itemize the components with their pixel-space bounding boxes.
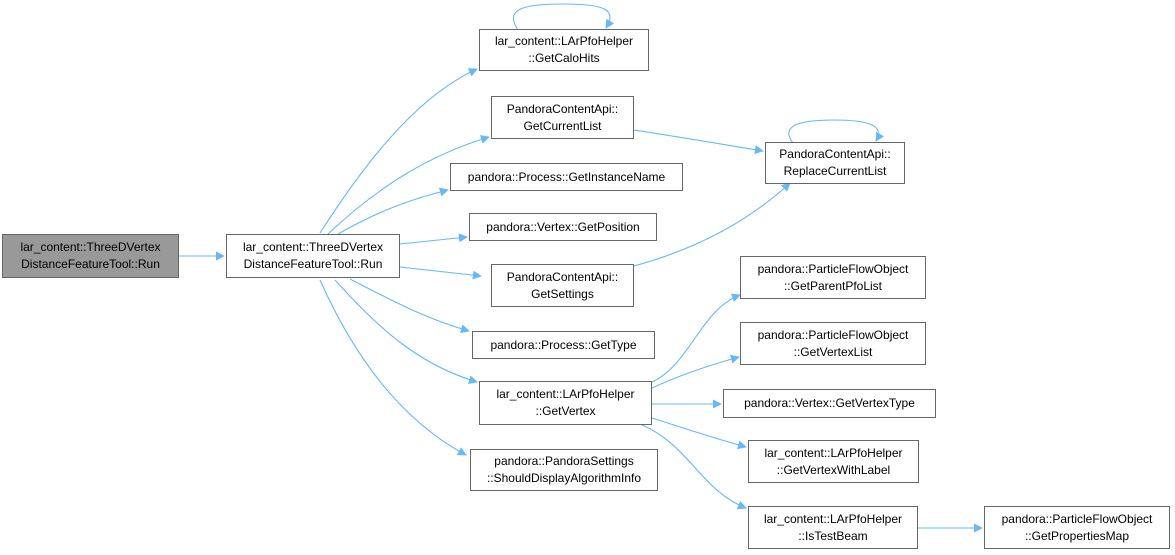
- node-is-test-beam[interactable]: lar_content::LArPfoHelper ::IsTestBeam: [748, 506, 918, 549]
- node-get-type[interactable]: pandora::Process::GetType: [472, 331, 655, 359]
- edge-get-calo-hits-self: [513, 3, 615, 31]
- node-get-current-list[interactable]: PandoraContentApi:: GetCurrentList: [491, 96, 634, 139]
- node-get-position[interactable]: pandora::Vertex::GetPosition: [469, 213, 657, 241]
- node-get-type-line-1: pandora::Process::GetType: [490, 337, 637, 352]
- node-get-vertex-with-label-line-1: lar_content::LArPfoHelper: [764, 445, 903, 460]
- node-should-display-line-1: pandora::PandoraSettings: [494, 454, 634, 468]
- node-get-properties-map-line-1: pandora::ParticleFlowObject: [1001, 511, 1153, 526]
- node-get-properties-map[interactable]: pandora::ParticleFlowObject ::GetPropert…: [984, 506, 1170, 549]
- node-get-vertex[interactable]: lar_content::LArPfoHelper ::GetVertex: [479, 381, 652, 425]
- edge-run-to-should-display: [319, 279, 467, 456]
- node-get-properties-map-line-2: ::GetPropertiesMap: [1024, 528, 1130, 543]
- node-root-run-line-2: DistanceFeatureTool::Run: [21, 257, 160, 271]
- node-get-parent-pfo-list-line-2: ::GetParentPfoList: [783, 278, 883, 293]
- node-get-calo-hits[interactable]: lar_content::LArPfoHelper ::GetCaloHits: [479, 29, 649, 71]
- node-replace-current-list-line-1: PandoraContentApi::: [779, 147, 891, 161]
- node-run-line-1: lar_content::ThreeDVertex: [242, 240, 384, 254]
- edge-run-to-get-position: [399, 233, 468, 245]
- node-get-vertex-list-line-1: pandora::ParticleFlowObject: [757, 327, 909, 342]
- node-get-calo-hits-line-1: lar_content::LArPfoHelper: [494, 34, 634, 48]
- node-get-vertex-with-label-line-2: ::GetVertexWithLabel: [776, 462, 891, 477]
- edge-get-vertex-to-vertex-list: [651, 354, 740, 389]
- node-replace-current-list[interactable]: PandoraContentApi:: ReplaceCurrentList: [765, 142, 905, 184]
- node-get-vertex-type[interactable]: pandora::Vertex::GetVertexType: [723, 389, 936, 418]
- node-is-test-beam-line-2: ::IsTestBeam: [798, 528, 868, 543]
- edge-get-vertex-to-parent-pfo-list: [651, 293, 741, 383]
- node-get-vertex-list-line-2: ::GetVertexList: [793, 344, 873, 359]
- edge-run-to-get-type: [349, 278, 470, 334]
- node-should-display-line-2: ::ShouldDisplayAlgorithmInfo: [486, 471, 642, 485]
- node-get-vertex-type-line-1: pandora::Vertex::GetVertexType: [744, 396, 915, 410]
- node-get-instance-name[interactable]: pandora::Process::GetInstanceName: [450, 163, 683, 191]
- node-replace-current-list-line-2: ReplaceCurrentList: [783, 164, 887, 178]
- node-get-vertex-list[interactable]: pandora::ParticleFlowObject ::GetVertexL…: [740, 322, 926, 365]
- node-get-calo-hits-line-2: ::GetCaloHits: [528, 51, 600, 65]
- node-get-current-list-line-1: PandoraContentApi::: [506, 101, 619, 116]
- node-get-settings-line-1: PandoraContentApi::: [506, 269, 619, 284]
- node-get-instance-name-line-1: pandora::Process::GetInstanceName: [467, 169, 666, 184]
- edge-get-current-list-to-replace: [633, 129, 764, 155]
- node-get-vertex-with-label[interactable]: lar_content::LArPfoHelper ::GetVertexWit…: [748, 440, 919, 483]
- node-get-vertex-line-2: ::GetVertex: [535, 404, 596, 418]
- edge-run-to-get-vertex: [334, 279, 478, 384]
- edge-run-to-get-calo-hits: [319, 68, 478, 234]
- node-get-parent-pfo-list-line-1: pandora::ParticleFlowObject: [757, 261, 909, 276]
- node-should-display-algorithm-info[interactable]: pandora::PandoraSettings ::ShouldDisplay…: [470, 449, 658, 491]
- edge-get-vertex-to-vertex-with-label: [651, 417, 747, 450]
- node-get-parent-pfo-list[interactable]: pandora::ParticleFlowObject ::GetParentP…: [740, 256, 926, 299]
- edge-replace-self: [788, 119, 885, 144]
- edge-run-to-get-instance-name: [337, 187, 449, 235]
- node-get-position-line-1: pandora::Vertex::GetPosition: [486, 219, 640, 234]
- node-get-vertex-line-1: lar_content::LArPfoHelper: [496, 387, 635, 401]
- node-is-test-beam-line-1: lar_content::LArPfoHelper: [763, 511, 903, 526]
- edge-run-to-get-settings: [399, 266, 482, 280]
- node-run-line-2: DistanceFeatureTool::Run: [243, 257, 383, 271]
- node-root-run: lar_content::ThreeDVertex DistanceFeatur…: [2, 234, 179, 278]
- node-run[interactable]: lar_content::ThreeDVertex DistanceFeatur…: [226, 234, 400, 278]
- edge-get-vertex-to-is-test-beam: [639, 423, 747, 510]
- node-get-settings[interactable]: PandoraContentApi:: GetSettings: [491, 264, 634, 307]
- node-get-current-list-line-2: GetCurrentList: [523, 118, 602, 133]
- node-root-run-line-1: lar_content::ThreeDVertex: [20, 240, 161, 254]
- edge-run-to-get-current-list: [327, 135, 490, 235]
- edge-get-settings-to-replace: [633, 182, 791, 267]
- node-get-settings-line-2: GetSettings: [531, 286, 594, 301]
